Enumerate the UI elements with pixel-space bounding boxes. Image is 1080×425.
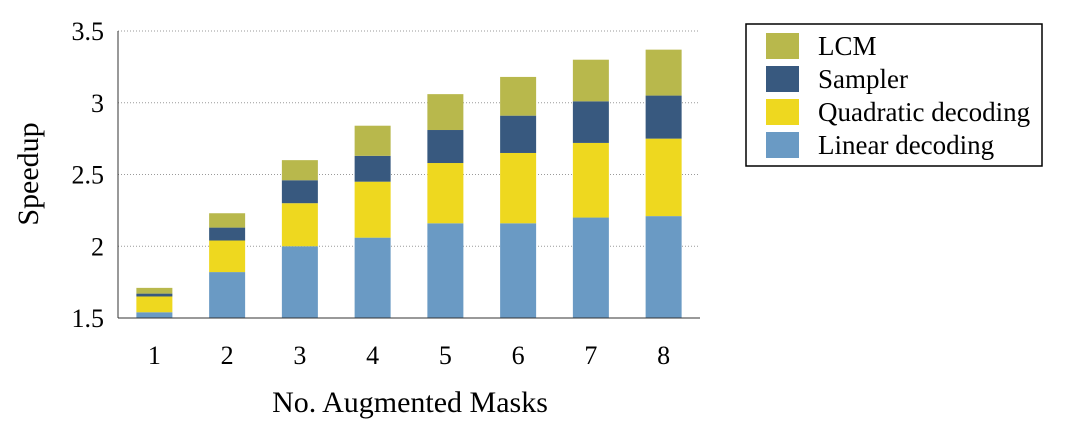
bar-segment-quadratic-decoding xyxy=(572,142,609,218)
x-tick-label: 2 xyxy=(221,341,234,370)
x-tick-labels: 1 2 3 4 5 6 7 8 xyxy=(148,341,670,370)
bar-segment-quadratic-decoding xyxy=(136,296,173,313)
y-tick-label: 1.5 xyxy=(72,304,105,333)
bar-segment-quadratic-decoding xyxy=(427,163,464,224)
bar-segment-lcm xyxy=(281,160,318,181)
legend-label: Quadratic decoding xyxy=(818,97,1030,127)
legend-label: LCM xyxy=(818,31,877,61)
x-axis-label: No. Augmented Masks xyxy=(272,386,548,419)
bar-segment-sampler xyxy=(572,101,609,143)
y-tick-label: 2.5 xyxy=(72,161,105,190)
bar-segment-sampler xyxy=(500,115,537,153)
bar-segment-quadratic-decoding xyxy=(500,152,537,224)
bar-segment-linear-decoding xyxy=(500,223,537,318)
y-tick-labels: 1.5 2 2.5 3 3.5 xyxy=(72,17,105,333)
bar-segment-sampler xyxy=(281,180,318,204)
bar-segment-lcm xyxy=(427,94,464,131)
bar-segment-lcm xyxy=(354,125,391,156)
bar-segment-linear-decoding xyxy=(281,246,318,318)
bar-segment-linear-decoding xyxy=(645,216,682,318)
x-tick-label: 6 xyxy=(512,341,525,370)
x-tick-label: 5 xyxy=(439,341,452,370)
bar-segment-sampler xyxy=(136,293,173,297)
y-tick-label: 3.5 xyxy=(72,17,105,46)
gridlines xyxy=(118,30,700,247)
legend-label: Sampler xyxy=(818,64,908,94)
x-tick-label: 1 xyxy=(148,341,161,370)
bar-segment-lcm xyxy=(209,213,246,228)
bar-segment-linear-decoding xyxy=(136,312,173,318)
legend-swatch xyxy=(766,66,799,92)
legend-swatch xyxy=(766,132,799,158)
bar-segment-quadratic-decoding xyxy=(281,203,318,247)
y-tick-label: 2 xyxy=(91,232,104,261)
bar-segment-sampler xyxy=(645,95,682,139)
y-tick-label: 3 xyxy=(91,89,104,118)
bar-segment-lcm xyxy=(572,59,609,102)
bar-segment-sampler xyxy=(354,155,391,182)
x-tick-label: 3 xyxy=(293,341,306,370)
bar-segment-linear-decoding xyxy=(427,223,464,318)
bar-segment-linear-decoding xyxy=(209,272,246,318)
x-tick-label: 7 xyxy=(584,341,597,370)
x-tick-label: 4 xyxy=(366,341,379,370)
legend-label: Linear decoding xyxy=(818,130,994,160)
bars xyxy=(136,49,682,318)
bar-segment-quadratic-decoding xyxy=(209,240,246,273)
bar-segment-linear-decoding xyxy=(354,237,391,318)
bar-segment-linear-decoding xyxy=(572,217,609,318)
bar-segment-quadratic-decoding xyxy=(645,138,682,217)
bar-segment-lcm xyxy=(136,287,173,294)
bar-segment-sampler xyxy=(209,227,246,241)
y-axis-label: Speedup xyxy=(12,122,45,225)
legend-swatch xyxy=(766,99,799,125)
bar-segment-quadratic-decoding xyxy=(354,181,391,238)
bar-segment-lcm xyxy=(645,49,682,96)
x-tick-label: 8 xyxy=(657,341,670,370)
bar-segment-sampler xyxy=(427,130,464,164)
legend-swatch xyxy=(766,33,799,59)
bar-segment-lcm xyxy=(500,76,537,116)
